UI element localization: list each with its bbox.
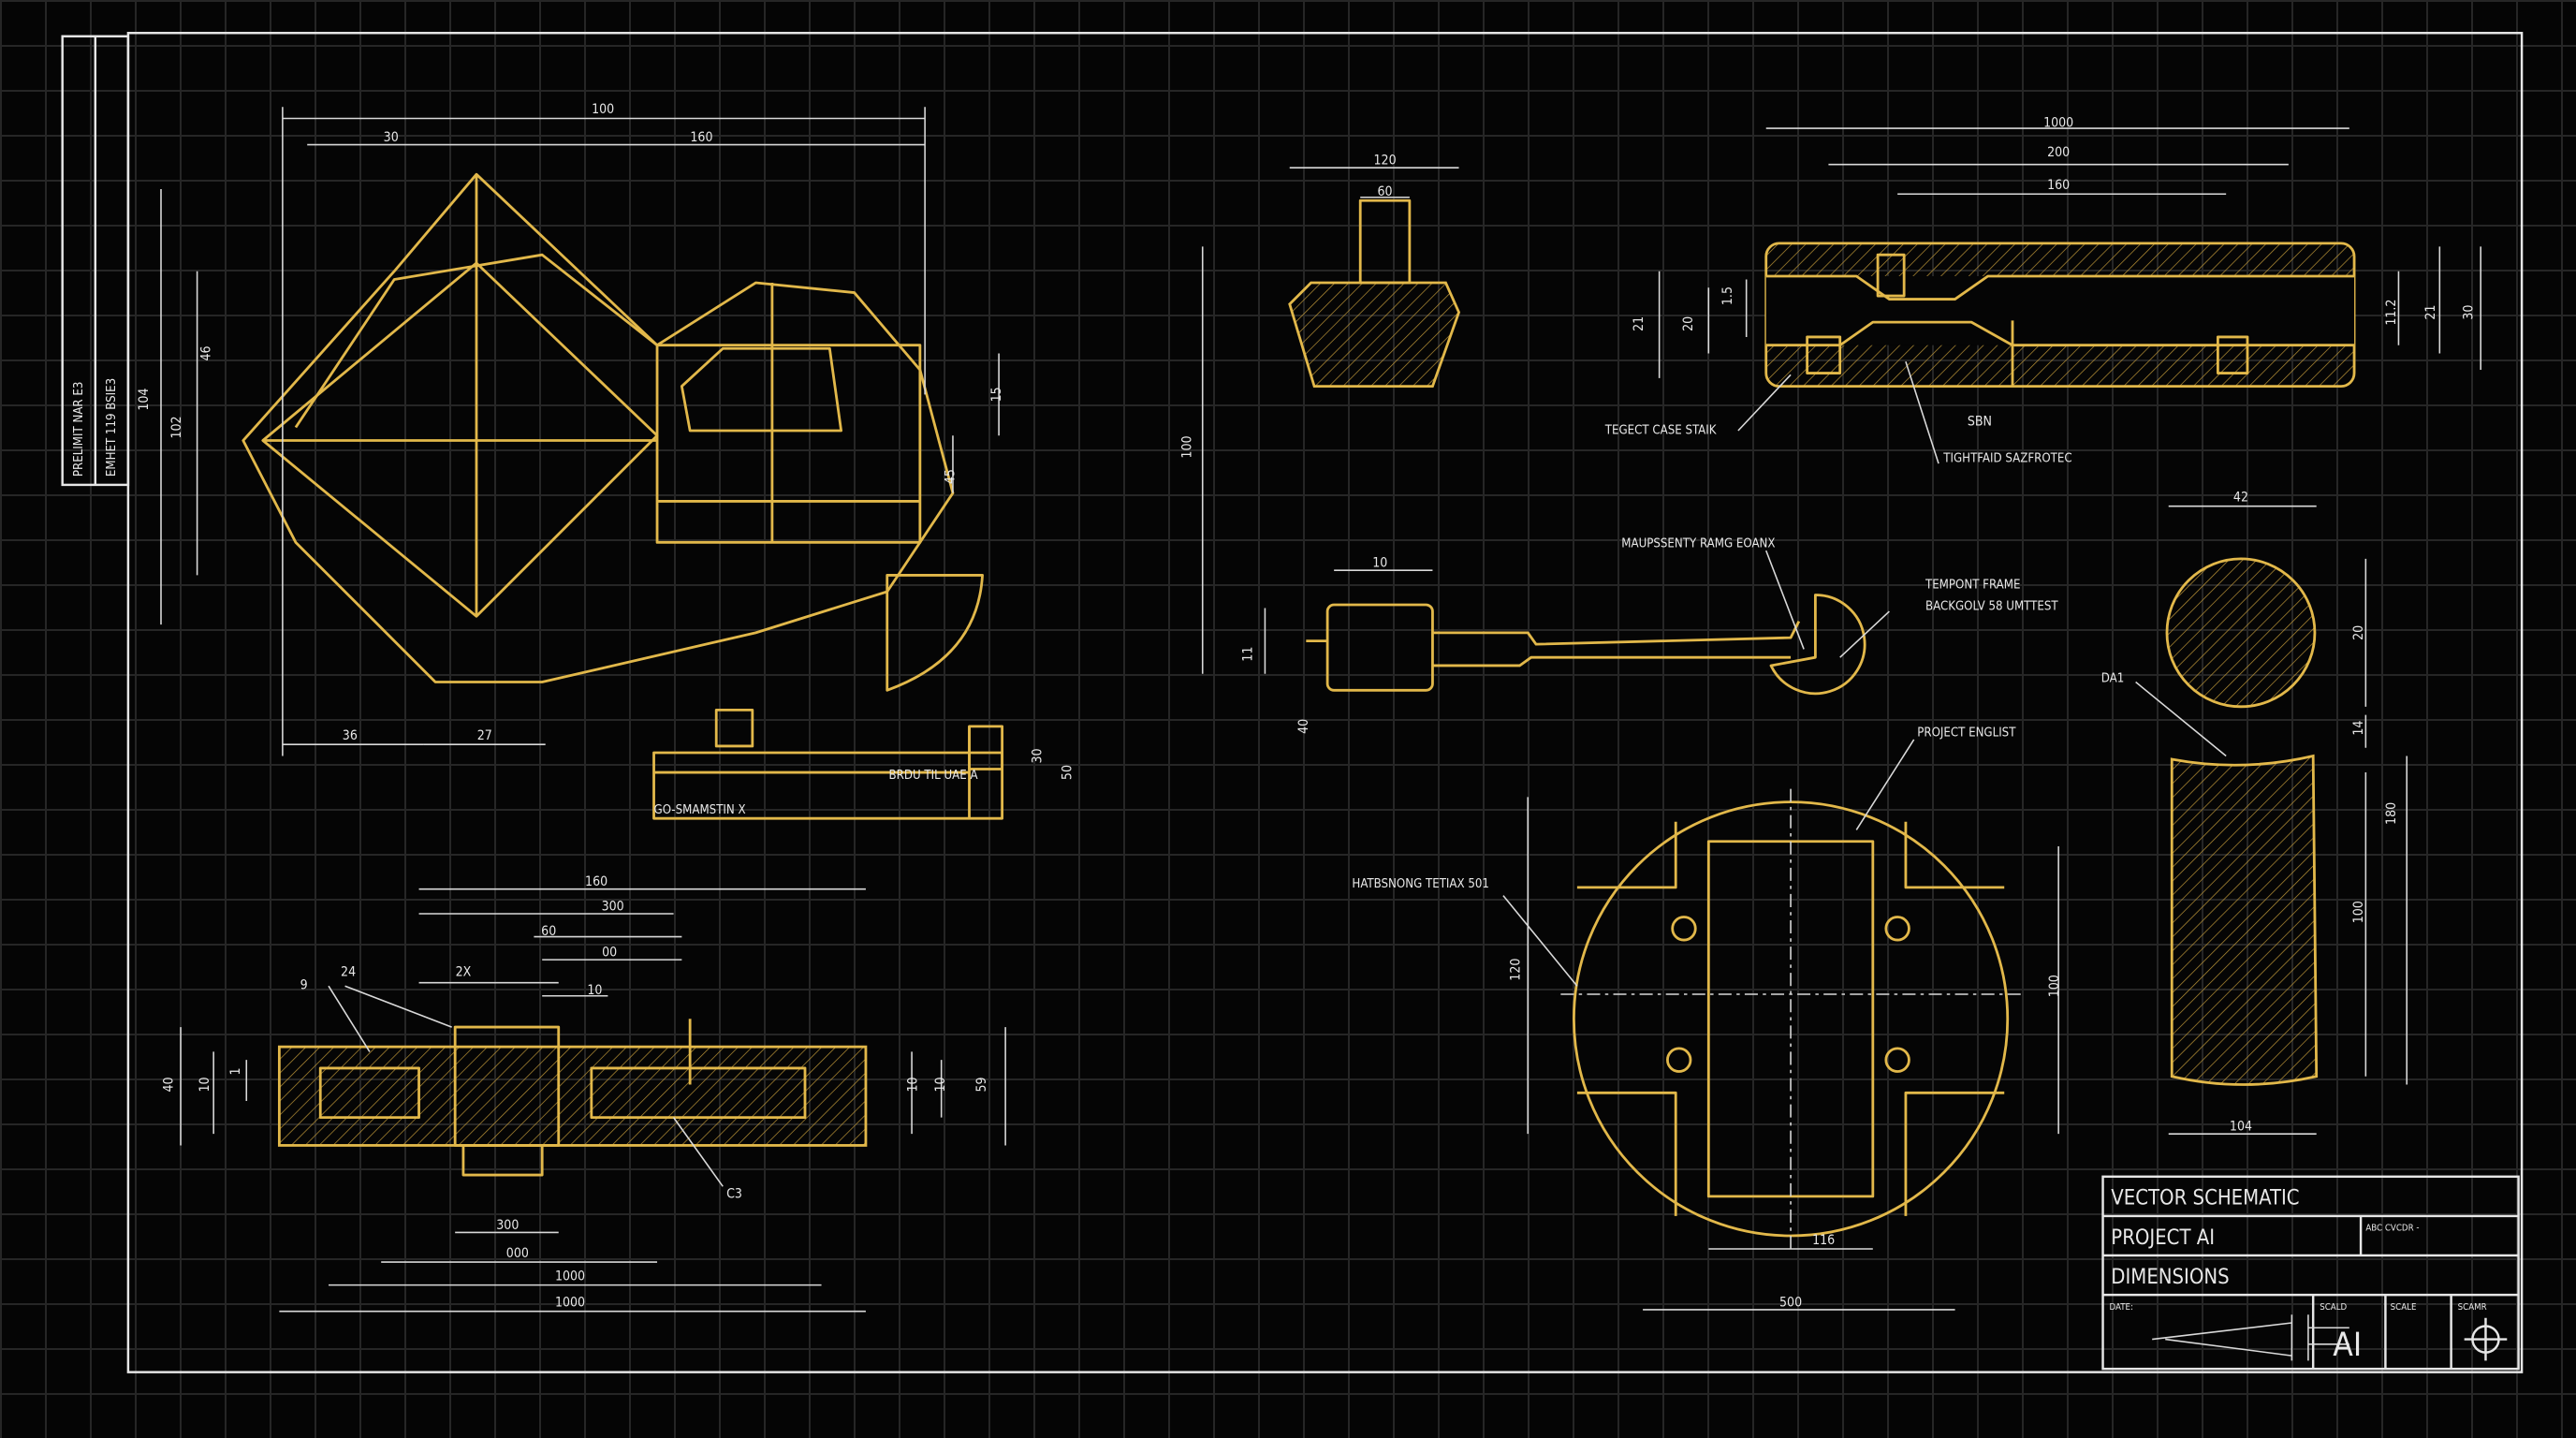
dimension-label: 100 — [2351, 901, 2366, 923]
dimension-label: 1 — [228, 1067, 243, 1075]
hub-section-part — [277, 1019, 868, 1177]
dimension-label: 30 — [2461, 305, 2476, 320]
lever-part — [1306, 594, 1866, 696]
scale-label-1: SCALD — [2320, 1302, 2347, 1313]
dimension-label: 60 — [1378, 184, 1393, 199]
dimension-label: 10 — [198, 1077, 212, 1092]
side-title-strip: PRELIMIT NAR E3 EMHET 119 BSIE3 — [61, 35, 130, 487]
circular-plate-part — [1560, 788, 2021, 1250]
main-isometric-part — [242, 172, 1004, 820]
dimension-label: 21 — [2423, 305, 2438, 320]
dimension-label: 59 — [974, 1077, 989, 1092]
title-text: VECTOR SCHEMATIC — [2111, 1187, 2299, 1211]
shaft-section-part — [1764, 242, 2356, 388]
dimension-label: 50 — [1060, 765, 1075, 780]
callout-label: HATBSNONG TETIAX 501 — [1352, 877, 1489, 891]
callout-label: GO-SMAMSTIN X — [654, 803, 746, 817]
dimension-label: 300 — [602, 899, 624, 914]
project-text: PROJECT AI — [2111, 1226, 2215, 1250]
dimension-label: 200 — [2047, 145, 2070, 160]
dimension-label: 24 — [341, 965, 356, 980]
dimension-label: 102 — [169, 416, 184, 438]
dimension-label: 100 — [1179, 435, 1194, 458]
dimension-label: 10 — [587, 983, 602, 998]
dimension-label: 160 — [585, 874, 607, 889]
dimension-label: 10 — [933, 1077, 948, 1092]
dimension-label: 120 — [1508, 959, 1523, 981]
dimension-label: 300 — [496, 1218, 519, 1233]
dimension-label: C3 — [726, 1187, 742, 1202]
dimension-label: 000 — [506, 1246, 529, 1261]
dimension-label: 15 — [989, 387, 1004, 402]
subtitle-text: DIMENSIONS — [2111, 1266, 2229, 1289]
callout-labels: TEGECT CASE STAIK TIGHTFAID SAZFROTEC MAUP… — [654, 423, 2125, 890]
callout-label: PROJECT ENGLIST — [1917, 726, 2016, 740]
crosshair-icon — [2464, 1317, 2508, 1361]
scale-label-3: SCAMR — [2458, 1302, 2487, 1313]
dimension-label: 00 — [602, 946, 617, 961]
dimension-label: 9 — [300, 978, 308, 993]
date-label: DATE: — [2110, 1302, 2133, 1313]
dimension-label: 116 — [1812, 1233, 1835, 1248]
dimension-label: 104 — [2230, 1120, 2252, 1135]
dimension-label: 1000 — [555, 1295, 585, 1310]
dimension-label: 40 — [161, 1077, 176, 1092]
dimension-label: 42 — [2233, 490, 2248, 505]
scale-label-2: SCALE — [2391, 1302, 2417, 1313]
side-strip-text-1: PRELIMIT NAR E3 — [72, 382, 86, 477]
dimension-label: 500 — [1779, 1295, 1802, 1310]
dimension-label: 1000 — [555, 1269, 585, 1284]
dimension-label: 10 — [905, 1077, 920, 1092]
dimension-label: 40 — [1296, 719, 1311, 734]
project-code: ABC CVCDR - — [2365, 1224, 2419, 1234]
side-strip-text-2: EMHET 119 BSIE3 — [105, 378, 119, 477]
dimension-label: 60 — [541, 924, 556, 939]
scale-value: AI — [2333, 1326, 2362, 1364]
dimension-label: 45 — [944, 469, 959, 484]
stem-section-part — [1288, 198, 1461, 388]
callout-label: DA1 — [2101, 672, 2125, 686]
dimension-label: 2X — [456, 965, 472, 980]
dimension-label: 11.2 — [2384, 300, 2399, 326]
dimension-label: 104 — [137, 389, 152, 411]
callout-label: TEGECT CASE STAIK — [1604, 423, 1718, 437]
dimension-label: 1000 — [2043, 115, 2073, 130]
dimension-label: 14 — [2351, 721, 2366, 736]
dimension-lines — [160, 107, 2481, 1313]
callout-label: TIGHTFAID SAZFROTEC — [1942, 451, 2071, 465]
dimension-label: 20 — [2351, 625, 2366, 640]
callout-label: BRDU TIL UAE A — [889, 769, 978, 783]
dimension-label: 10 — [1372, 556, 1387, 571]
callout-label: MAUPSSENTY RAMG EOANX — [1621, 537, 1775, 551]
callout-label: TEMPONT FRAME — [1925, 578, 2021, 592]
dimension-label: 160 — [690, 130, 712, 145]
dimension-label: 27 — [477, 728, 492, 743]
dimension-label: 180 — [2384, 802, 2399, 825]
round-section-part — [2165, 557, 2319, 1086]
callout-label: BACKGOLV 58 UMTTEST — [1925, 599, 2058, 613]
arrow-sketch-icon — [2152, 1314, 2349, 1361]
dimension-label: 20 — [1681, 316, 1696, 331]
dimension-label: 30 — [384, 130, 399, 145]
dimension-label: 100 — [2047, 975, 2062, 997]
dimension-label: 1.5 — [1720, 286, 1735, 305]
dimension-label: 11 — [1240, 647, 1255, 662]
dimension-label: 46 — [199, 345, 214, 360]
dimension-label: 160 — [2047, 178, 2070, 193]
dimension-label: SBN — [1968, 415, 1992, 430]
dimension-label: 30 — [1031, 748, 1046, 763]
dimension-label: 21 — [1632, 316, 1647, 331]
drawing-border — [126, 32, 2524, 1373]
dimension-label: 36 — [343, 728, 358, 743]
dimension-label: 120 — [1374, 154, 1397, 169]
title-block: VECTOR SCHEMATIC PROJECT AI ABC CVCDR - … — [2101, 1175, 2520, 1371]
dimension-label: 100 — [592, 102, 614, 117]
